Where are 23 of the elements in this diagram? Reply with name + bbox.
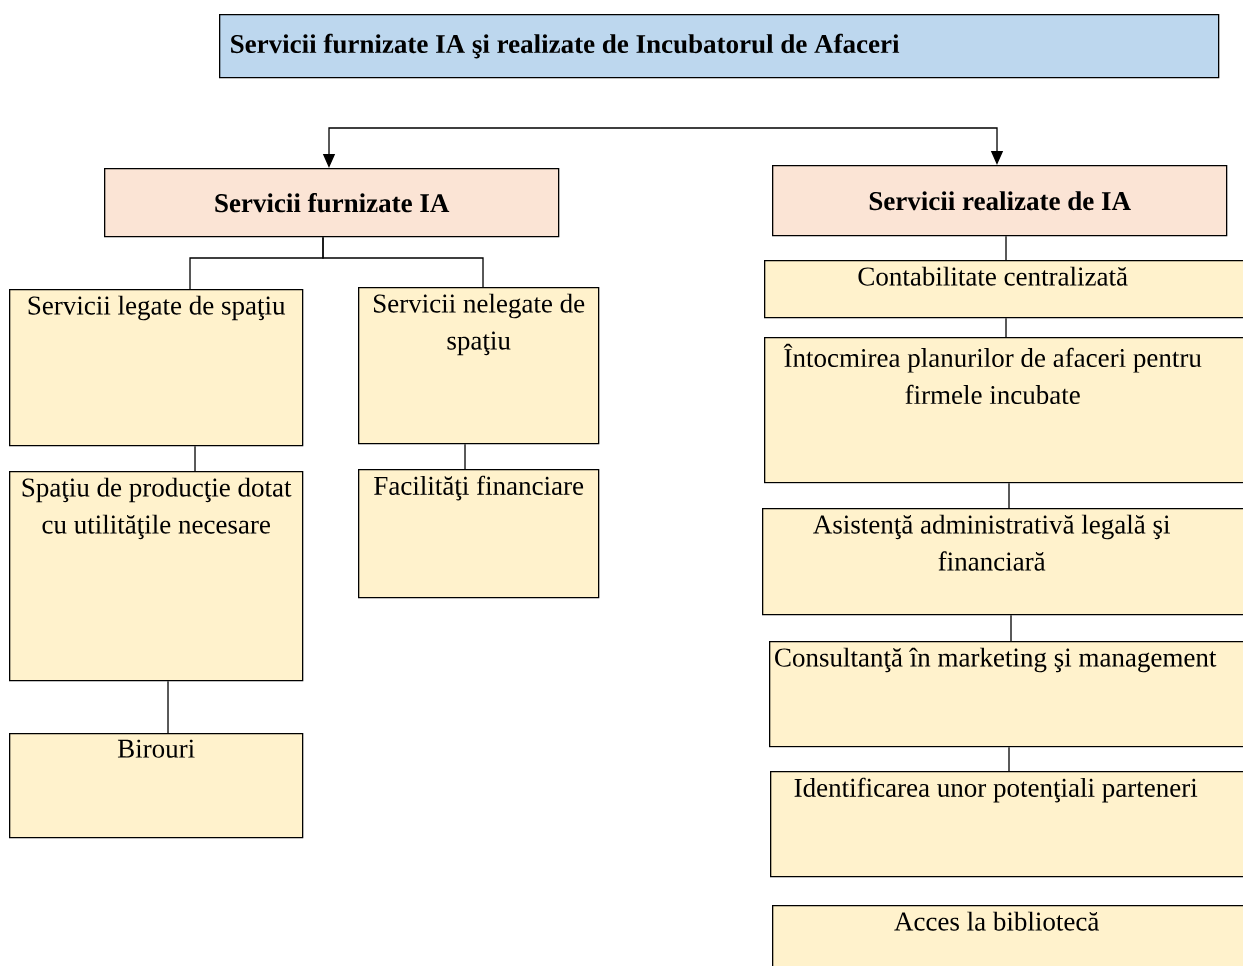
service-box: Consultanţă în marketing şi management xyxy=(769,641,1243,748)
connector-line xyxy=(167,680,169,734)
connector-line xyxy=(1005,235,1007,261)
service-box: Birouri xyxy=(9,733,304,839)
connector-line xyxy=(194,445,196,472)
service-box: Acces la bibliotecă xyxy=(772,905,1243,966)
service-box: Facilităţi financiare xyxy=(358,469,600,599)
service-box: Servicii nelegate de spaţiu xyxy=(358,287,600,445)
connector-line xyxy=(1005,317,1007,338)
title-box: Servicii furnizate IA şi realizate de Incubatorul de Afaceri xyxy=(219,14,1220,79)
connector-line xyxy=(322,236,484,288)
service-box: Întocmirea planurilor de afaceri pentru firmele incubate xyxy=(764,337,1243,484)
category-box: Servicii furnizate IA xyxy=(104,168,560,238)
connector-line xyxy=(464,443,466,470)
service-box: Identificarea unor potenţiali parteneri xyxy=(770,771,1243,878)
service-box: Asistenţă administrativă legală şi financiară xyxy=(762,508,1243,616)
connector-line xyxy=(1010,614,1012,642)
service-box: Spaţiu de producţie dotat cu utilităţile necesare xyxy=(9,471,304,682)
category-box: Servicii realizate de IA xyxy=(772,165,1228,237)
connector-line xyxy=(1008,482,1010,509)
service-box: Servicii legate de spaţiu xyxy=(9,289,304,447)
service-box: Contabilitate centralizată xyxy=(764,260,1243,319)
connector-line xyxy=(1008,746,1010,772)
